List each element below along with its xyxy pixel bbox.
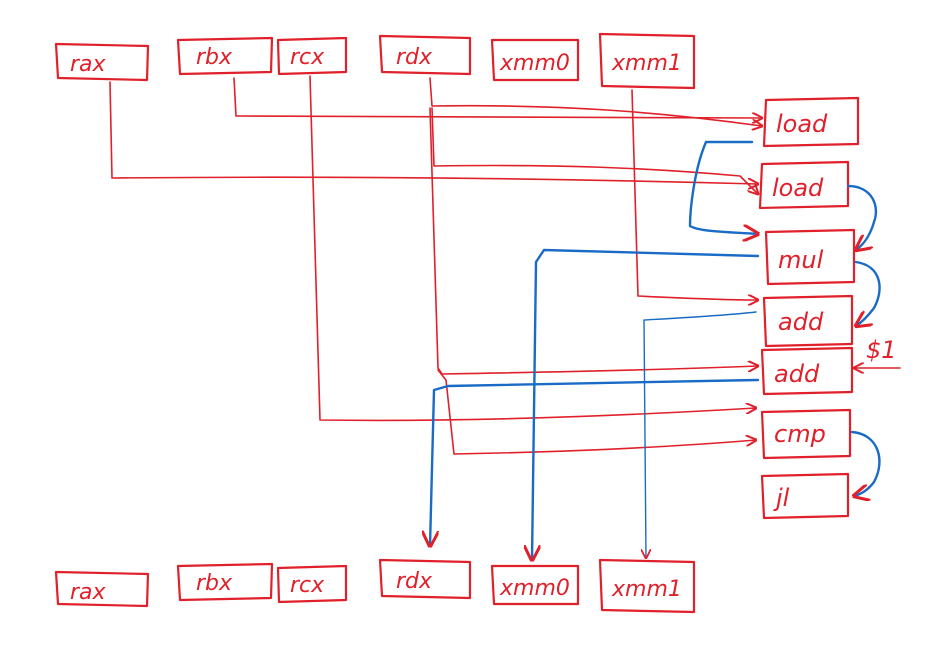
instruction-load-2: load [758, 160, 850, 210]
instruction-add-1: add [762, 294, 854, 348]
edge-rdx-cmp [437, 369, 756, 455]
instruction-label: add [774, 360, 820, 388]
instruction-label: cmp [774, 420, 826, 448]
register-label: rcx [290, 573, 325, 598]
blue-edges [430, 140, 881, 560]
immediate-operand: $1 [854, 336, 901, 368]
edge-cmp-jl [852, 430, 881, 496]
instruction-label: add [778, 308, 824, 336]
top-register-rbx: rbx [176, 36, 274, 76]
register-label: rdx [396, 569, 433, 594]
register-label: xmm0 [499, 51, 570, 76]
instruction-label: mul [778, 246, 824, 274]
top-register-rax: rax [54, 42, 150, 82]
bottom-register-xmm0: xmm0 [490, 564, 580, 606]
register-label: xmm1 [611, 577, 682, 602]
register-label: rbx [196, 571, 233, 596]
instruction-label: jl [773, 484, 790, 512]
top-register-xmm0: xmm0 [490, 38, 580, 82]
edge-rdx-add2 [429, 107, 758, 375]
edge-add2-rdx [430, 378, 760, 546]
instruction-label: load [776, 110, 828, 138]
register-label: xmm1 [611, 51, 682, 76]
instruction-add-2: add [760, 346, 854, 396]
red-edges [109, 75, 762, 455]
instruction-cmp: cmp [760, 408, 852, 460]
register-label: rbx [196, 45, 233, 70]
instruction-load-1: load [762, 96, 860, 148]
top-register-rcx: rcx [276, 36, 348, 76]
edge-add1-xmm1 [644, 311, 757, 558]
top-register-row: rax rbx rcx rdx xmm0 xmm1 [54, 32, 696, 90]
register-label: xmm0 [499, 576, 570, 601]
edge-load2-mul [846, 184, 878, 250]
bottom-register-rdx: rdx [378, 558, 472, 600]
instruction-mul: mul [764, 228, 856, 286]
register-label: rax [70, 580, 107, 605]
bottom-register-row: rax rbx rcx rdx xmm0 xmm1 [54, 558, 696, 614]
register-label: rax [70, 52, 107, 77]
edge-mul-xmm0 [532, 248, 760, 560]
top-register-rdx: rdx [378, 34, 472, 76]
edge-rdx-load2 [431, 107, 758, 194]
edge-rax-load2 [109, 81, 758, 184]
edge-rdx-load1 [429, 77, 762, 126]
edge-rcx-cmp [309, 75, 756, 422]
edge-xmm1-add1 [631, 89, 758, 300]
top-register-xmm1: xmm1 [598, 32, 696, 90]
bottom-register-xmm1: xmm1 [598, 558, 696, 614]
edge-mul-add1 [856, 260, 881, 326]
register-label: rdx [396, 45, 433, 70]
bottom-register-rcx: rcx [276, 564, 348, 604]
instruction-jl: jl [760, 472, 850, 520]
bottom-register-rax: rax [54, 570, 150, 608]
register-label: rcx [290, 45, 325, 70]
instruction-column: load load mul add add cmp jl [758, 96, 860, 520]
edge-rbx-load1 [233, 77, 762, 118]
immediate-label: $1 [866, 336, 897, 364]
instruction-label: load [772, 174, 824, 202]
bottom-register-rbx: rbx [176, 562, 274, 602]
edge-load1-mul [688, 140, 758, 234]
